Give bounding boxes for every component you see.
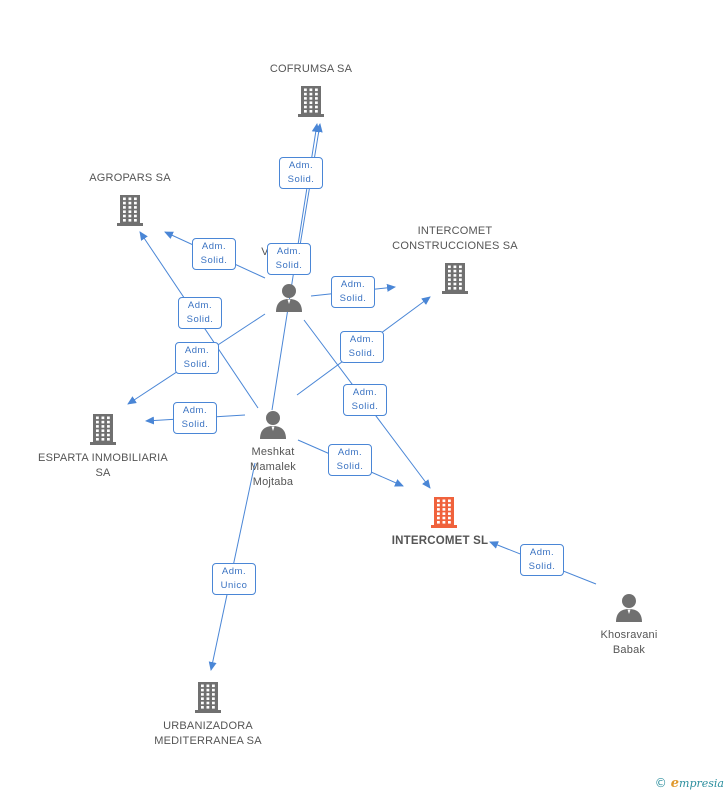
edge-role-label[interactable]: Adm. Unico: [212, 563, 256, 595]
role-line-2: Solid.: [351, 401, 379, 412]
building-icon: [192, 680, 224, 719]
node-label: COFRUMSA SA: [269, 63, 353, 75]
building-icon: [87, 412, 119, 451]
node-label: Meshkat Mamalek Mojtaba: [249, 446, 297, 488]
role-line-2: Solid.: [275, 260, 303, 271]
edge-role-label[interactable]: Adm. Solid.: [343, 384, 387, 416]
edge-role-label[interactable]: Adm. Solid.: [331, 276, 375, 308]
person-icon: [614, 593, 644, 628]
node-label: Khosravani Babak: [600, 629, 658, 656]
role-line-1: Adm.: [337, 447, 363, 458]
role-line-2: Solid.: [336, 461, 364, 472]
building-icon: [428, 495, 460, 534]
role-line-1: Adm.: [288, 160, 314, 171]
role-line-1: Adm.: [221, 566, 247, 577]
role-line-1: Adm.: [187, 300, 213, 311]
role-line-1: Adm.: [182, 405, 208, 416]
role-line-2: Solid.: [348, 348, 376, 359]
edge-role-label[interactable]: Adm. Solid.: [279, 157, 323, 189]
node-label: URBANIZADORA MEDITERRANEA SA: [154, 720, 262, 747]
person-icon: [258, 410, 288, 445]
node-label: ESPARTA INMOBILIARIA SA: [38, 452, 168, 479]
role-line-2: Solid.: [339, 293, 367, 304]
role-line-1: Adm.: [184, 345, 210, 356]
brand-watermark: ©empresia: [655, 776, 724, 791]
role-line-1: Adm.: [529, 547, 555, 558]
node-label: INTERCOMET CONSTRUCCIONES SA: [392, 225, 518, 252]
node-label: INTERCOMET SL: [391, 535, 489, 547]
role-line-1: Adm.: [349, 334, 375, 345]
role-line-2: Solid.: [200, 255, 228, 266]
role-line-1: Adm.: [352, 387, 378, 398]
person-icon: [274, 283, 304, 318]
edge-role-label[interactable]: Adm. Solid.: [340, 331, 384, 363]
copyright-symbol: ©: [654, 776, 667, 790]
building-icon: [114, 193, 146, 232]
role-line-2: Solid.: [183, 359, 211, 370]
edge-role-label[interactable]: Adm. Solid.: [192, 238, 236, 270]
brand-initial: e: [670, 776, 680, 791]
brand-name: mpresia: [679, 777, 724, 790]
building-icon: [439, 261, 471, 300]
role-line-2: Unico: [220, 580, 248, 591]
edge-role-label[interactable]: Adm. Solid.: [267, 243, 311, 275]
building-icon: [295, 84, 327, 123]
edge-role-label[interactable]: Adm. Solid.: [178, 297, 222, 329]
edge-role-label[interactable]: Adm. Solid.: [175, 342, 219, 374]
role-line-2: Solid.: [287, 174, 315, 185]
role-line-1: Adm.: [201, 241, 227, 252]
role-line-1: Adm.: [340, 279, 366, 290]
role-line-2: Solid.: [186, 314, 214, 325]
role-line-2: Solid.: [181, 419, 209, 430]
edge-role-label[interactable]: Adm. Solid.: [173, 402, 217, 434]
edge-role-label[interactable]: Adm. Solid.: [520, 544, 564, 576]
node-label: AGROPARS SA: [89, 172, 171, 184]
edge-role-label[interactable]: Adm. Solid.: [328, 444, 372, 476]
role-line-2: Solid.: [528, 561, 556, 572]
role-line-1: Adm.: [276, 246, 302, 257]
